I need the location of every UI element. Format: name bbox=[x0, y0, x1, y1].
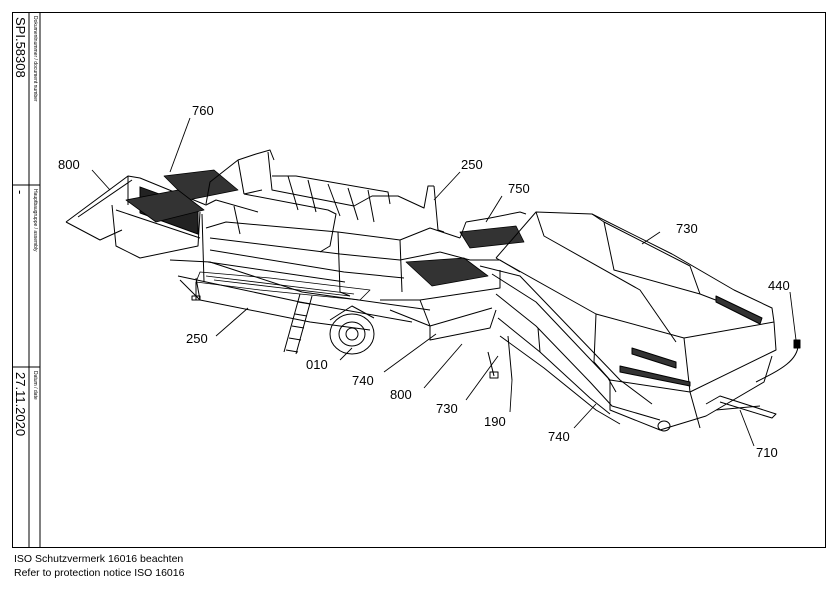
protection-notice-en: Refer to protection notice ISO 16016 bbox=[14, 567, 185, 579]
callout-250-bottom: 250 bbox=[186, 331, 208, 346]
callout-760: 760 bbox=[192, 103, 214, 118]
drawing-frame bbox=[12, 12, 826, 548]
elevator-conveyor bbox=[479, 265, 661, 425]
hose-connector bbox=[755, 339, 801, 383]
callout-010: 010 bbox=[306, 357, 328, 372]
callout-730-bottom: 730 bbox=[436, 401, 458, 416]
callout-800-bottom: 800 bbox=[390, 387, 412, 402]
protection-notice-de: ISO Schutzvermerk 16016 beachten bbox=[14, 553, 184, 565]
support-leg-left bbox=[191, 282, 201, 301]
drawbar bbox=[705, 395, 777, 419]
callout-710: 710 bbox=[756, 445, 778, 460]
roller-grid-top bbox=[125, 169, 525, 287]
callout-730-top: 730 bbox=[676, 221, 698, 236]
callout-740-right: 740 bbox=[548, 429, 570, 444]
callout-750: 750 bbox=[508, 181, 530, 196]
callout-440: 440 bbox=[768, 278, 790, 293]
hopper bbox=[495, 211, 777, 432]
main-body bbox=[169, 189, 461, 331]
callout-190: 190 bbox=[484, 414, 506, 429]
leader-lines bbox=[91, 117, 797, 447]
wheel bbox=[329, 305, 375, 355]
callout-800-top: 800 bbox=[58, 157, 80, 172]
upper-frame bbox=[195, 149, 445, 301]
ladder bbox=[283, 293, 313, 355]
callout-740-left: 740 bbox=[352, 373, 374, 388]
callout-250-top: 250 bbox=[461, 157, 483, 172]
